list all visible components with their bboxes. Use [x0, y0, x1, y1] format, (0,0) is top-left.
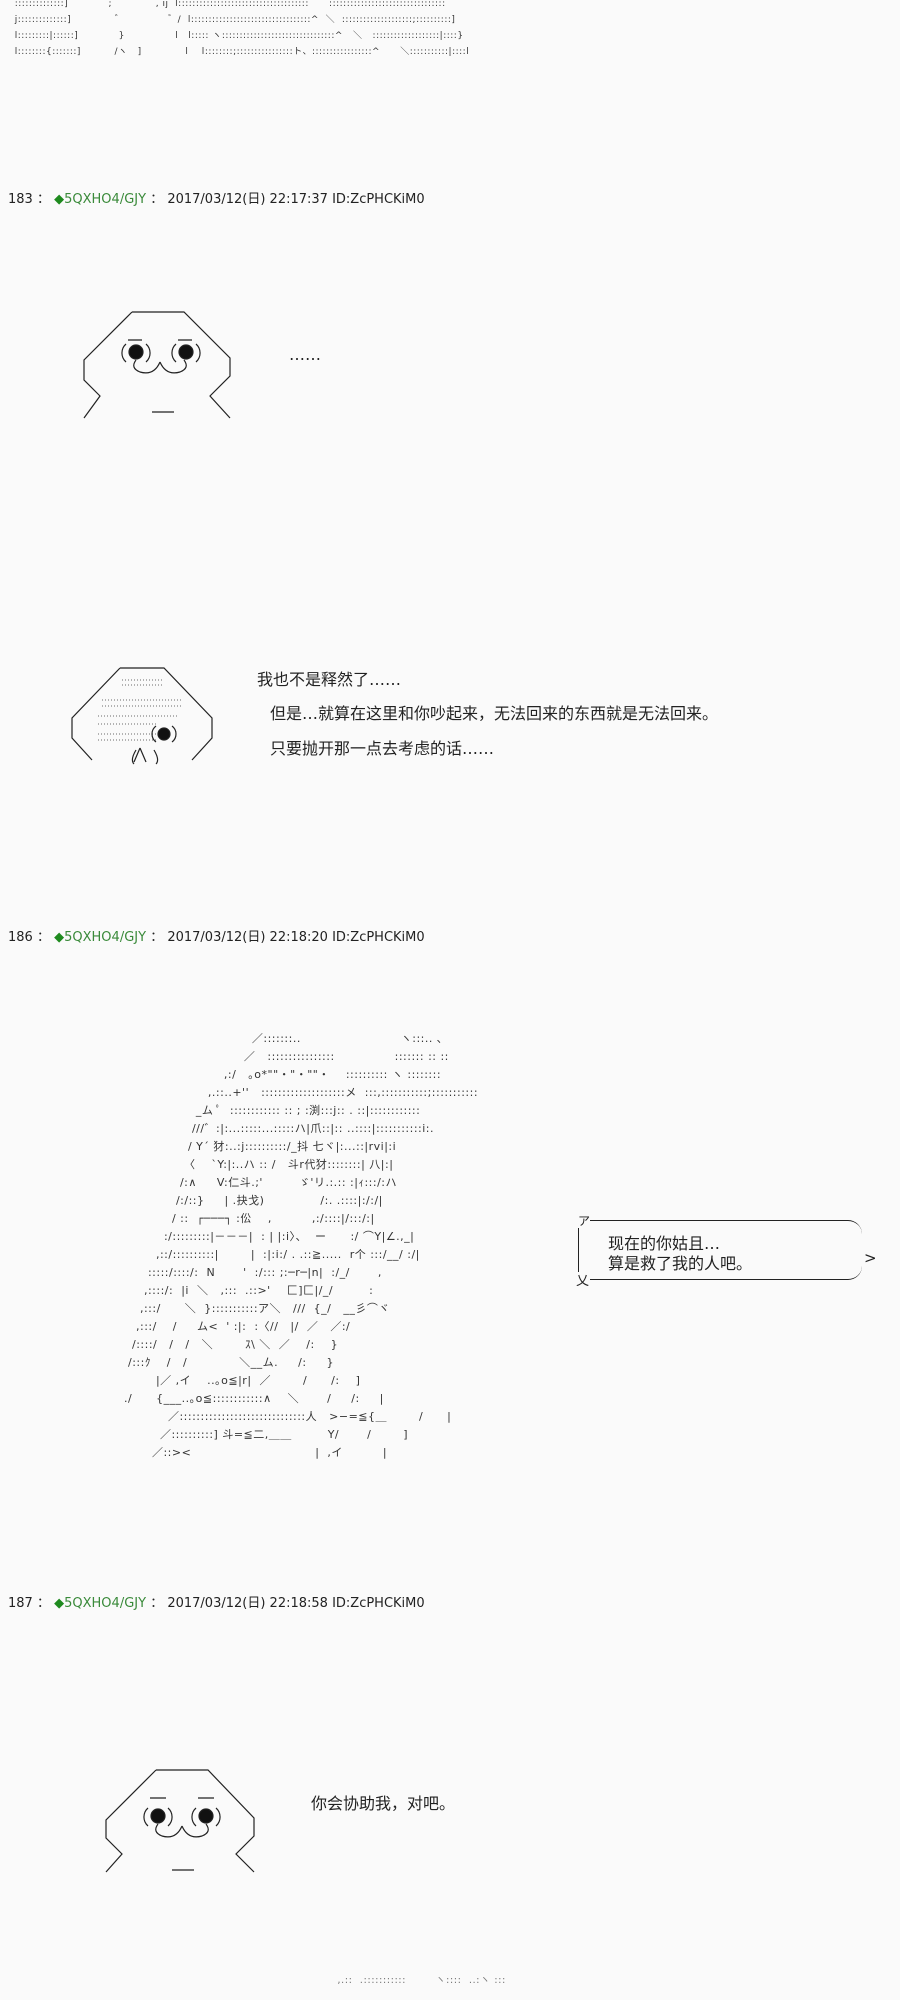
face-art-3 — [105, 1769, 255, 1873]
post-number: 187 — [8, 1596, 33, 1611]
dialogue-line: 你会协助我，对吧。 — [311, 1794, 456, 1813]
post-header-183: 183 ： ◆5QXHO4/GJY ： 2017/03/12(日) 22:17:… — [8, 192, 425, 207]
dialogue-line: 但是…就算在这里和你吵起来，无法回来的东西就是无法回来。 — [270, 704, 719, 723]
bubble-corner-mark: 乂 — [576, 1274, 590, 1289]
bottom-ascii-art: ,.:: .::::::::::: ヽ:::: ..:ヽ ::: — [330, 1975, 506, 1986]
character-ascii-art: ／:::::::.. ヽ:::.. ､ ／ :::::::::::::::: :… — [120, 1032, 479, 1459]
tripcode[interactable]: 5QXHO4/GJY — [64, 930, 147, 945]
bubble-line: 算是救了我的人吧。 — [608, 1254, 753, 1273]
tripcode-diamond-icon: ◆ — [54, 930, 65, 945]
post-date-id: 2017/03/12(日) 22:18:58 ID:ZcPHCKiM0 — [167, 1596, 425, 1611]
post-date-id: 2017/03/12(日) 22:17:37 ID:ZcPHCKiM0 — [167, 192, 425, 207]
speech-bubble — [590, 1220, 862, 1280]
tripcode-diamond-icon: ◆ — [54, 192, 65, 207]
dialogue-line: 只要抛开那一点去考虑的话…… — [270, 739, 495, 758]
dialogue-line: 我也不是释然了…… — [257, 670, 402, 689]
bubble-line: 现在的你姑且… — [608, 1234, 721, 1253]
post-date-id: 2017/03/12(日) 22:18:20 ID:ZcPHCKiM0 — [167, 930, 425, 945]
bubble-tail: > — [864, 1249, 877, 1267]
post-number: 186 — [8, 930, 33, 945]
face-art-1 — [83, 311, 231, 419]
tripcode-diamond-icon: ◆ — [54, 1596, 65, 1611]
top-ascii-art: ::::::::::::::] ; , ij l::::::::::::::::… — [8, 0, 470, 57]
post-header-186: 186 ： ◆5QXHO4/GJY ： 2017/03/12(日) 22:18:… — [8, 930, 425, 945]
dialogue-line: …… — [289, 345, 321, 364]
bubble-left-edge — [578, 1228, 589, 1272]
post-number: 183 — [8, 192, 33, 207]
bubble-corner-mark: ア — [578, 1214, 591, 1228]
post-header-187: 187 ： ◆5QXHO4/GJY ： 2017/03/12(日) 22:18:… — [8, 1596, 425, 1611]
tripcode[interactable]: 5QXHO4/GJY — [64, 1596, 147, 1611]
face-art-2 — [71, 667, 213, 765]
tripcode[interactable]: 5QXHO4/GJY — [64, 192, 147, 207]
